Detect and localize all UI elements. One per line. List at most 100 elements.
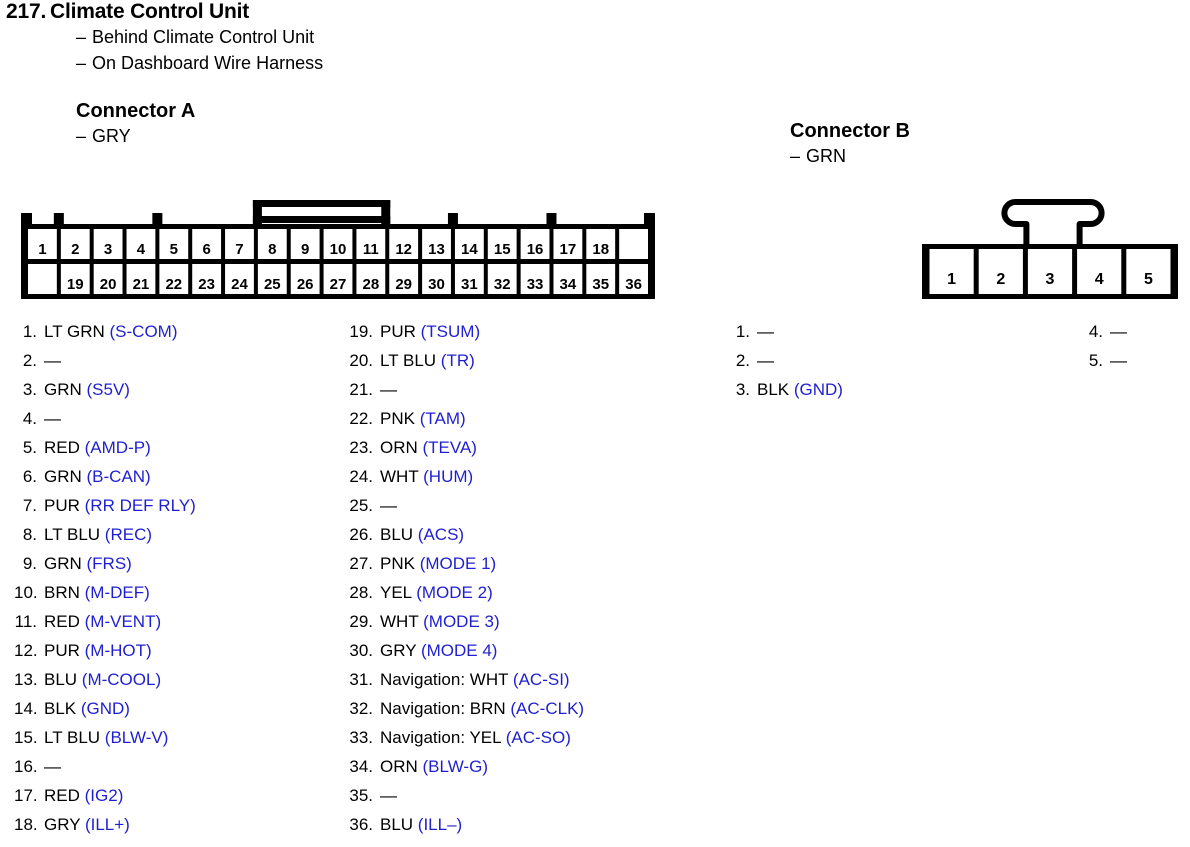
pin-number: 30. [349,641,373,660]
pin-cell [520,229,550,259]
connector-a-pin-list-left: 1.LT GRN (S-COM)2.—3.GRN (S5V)4.—5.RED (… [14,322,196,844]
pin-cell [93,264,123,294]
pin-row: 3.GRN (S5V) [14,380,196,409]
pin-row: 22.PNK (TAM) [348,409,584,438]
pin-wire-label: — [380,380,397,400]
signal-name: (GND) [76,699,130,718]
pin-cell [619,264,648,294]
pin-cell-label: 14 [461,241,478,258]
wire-color: YEL [380,583,412,602]
signal-name: (S5V) [81,380,130,399]
wire-color: GRN [44,380,82,399]
wire-color: BLU [380,815,414,834]
wire-color: GRN [44,554,82,573]
pin-row: 9.GRN (FRS) [14,554,196,583]
pin-row: 7. PUR (RR DEF RLY) [14,496,196,525]
pin-cell-label: 6 [202,241,210,258]
pin-cell-label: 34 [560,276,577,293]
connector-a-pin-list-right: 19.PUR (TSUM)20.LT BLU (TR)21.—22.PNK (T… [348,322,584,844]
pin-row: 36.BLU (ILL–) [348,815,584,844]
pin-wire-label: LT BLU (REC) [44,525,152,545]
pin-cell-label: 4 [137,241,146,258]
pin-row: 31.Navigation: WHT (AC-SI) [348,670,584,699]
pin-row: 6.GRN (B-CAN) [14,467,196,496]
pin-cell-label: 2 [71,241,79,258]
pin-row: 2.— [14,351,196,380]
signal-name: (REC) [100,525,153,544]
signal-name: (AC-CLK) [505,699,585,718]
pin-cell-label: 12 [395,241,412,258]
pin-cell [1077,249,1122,294]
pin-cell [487,229,517,259]
wire-color: BLK [757,380,790,399]
wire-color: RED [44,786,80,805]
pin-number: 32. [349,699,373,718]
wire-color: LT BLU [380,351,437,370]
connector-b-header: Connector B –GRN [714,0,1114,169]
pin-row: 13.BLU (M-COOL) [14,670,196,699]
signal-name: (ILL–) [413,815,463,834]
pin-wire-label: — [757,322,774,342]
signal-name: (M-DEF) [79,583,150,602]
pin-wire-label: LT BLU (BLW-V) [44,728,168,748]
pin-number: 31. [349,670,373,689]
signal-name: (MODE 4) [416,641,498,660]
connector-b-heading: Connector B [790,120,910,142]
pin-wire-label: ORN (TEVA) [380,438,477,458]
pin-wire-label: PUR (RR DEF RLY) [44,496,196,516]
wire-color: ORN [380,438,418,457]
pin-wire-label: Navigation: BRN (AC-CLK) [380,699,584,719]
pin-row: 28.YEL (MODE 2) [348,583,584,612]
pin-cell-label: 32 [494,276,511,293]
pin-cell [1126,249,1171,294]
pin-cell [586,264,616,294]
signal-name: (TR) [436,351,475,370]
pin-row: 8.LT BLU (REC) [14,525,196,554]
connector-b-color: GRN [806,146,846,166]
connector-tab [152,213,163,224]
pin-cell-label: 19 [67,276,84,293]
location-line-2: –On Dashboard Wire Harness [76,50,760,76]
pin-cell-label: 33 [527,276,544,293]
pin-cell [454,229,484,259]
pin-row: 33.Navigation: YEL (AC-SO) [348,728,584,757]
wire-color: PUR [380,322,416,341]
pin-number: 11. [14,612,37,631]
latch-bar-bottom [252,216,391,223]
pin-cell [356,229,386,259]
pin-cell [159,264,189,294]
pin-row: 29.WHT (MODE 3) [348,612,584,641]
pin-wire-label: BLU (ACS) [380,525,464,545]
pin-wire-label: GRY (ILL+) [44,815,130,835]
pin-number: 7. [22,496,37,515]
connector-b-pin-list-left: 1.—2.—3.BLK (GND) [735,322,843,409]
pin-number: 34. [349,757,373,776]
pin-cell-label: 30 [428,276,445,293]
pin-cell [192,264,222,294]
pin-wire-label: — [44,757,61,777]
signal-name: (TAM) [414,409,466,428]
wire-color: Navigation: WHT [380,670,509,689]
wire-color: WHT [380,467,419,486]
pin-row: 30.GRY (MODE 4) [348,641,584,670]
pin-cell-label: 20 [100,276,117,293]
pin-cell [323,264,353,294]
pin-number: 21. [349,380,373,399]
pin-wire-label: — [1110,351,1127,371]
connector-tab [546,213,557,224]
pin-cell [290,264,320,294]
pin-wire-label: — [44,351,61,371]
pin-number: 5. [22,438,37,457]
pin-wire-label: PNK (MODE 1) [380,554,496,574]
document-header: 217. Climate Control Unit –Behind Climat… [0,0,760,149]
pin-wire-label: BLU (M-COOL) [44,670,161,690]
pin-number: 20. [349,351,373,370]
pin-number: 1. [22,322,37,341]
signal-name: (AC-SO) [500,728,571,747]
pin-cell [28,229,57,259]
connector-tab [447,213,458,224]
wire-color: — [44,757,61,776]
pin-cell-label: 35 [592,276,609,293]
